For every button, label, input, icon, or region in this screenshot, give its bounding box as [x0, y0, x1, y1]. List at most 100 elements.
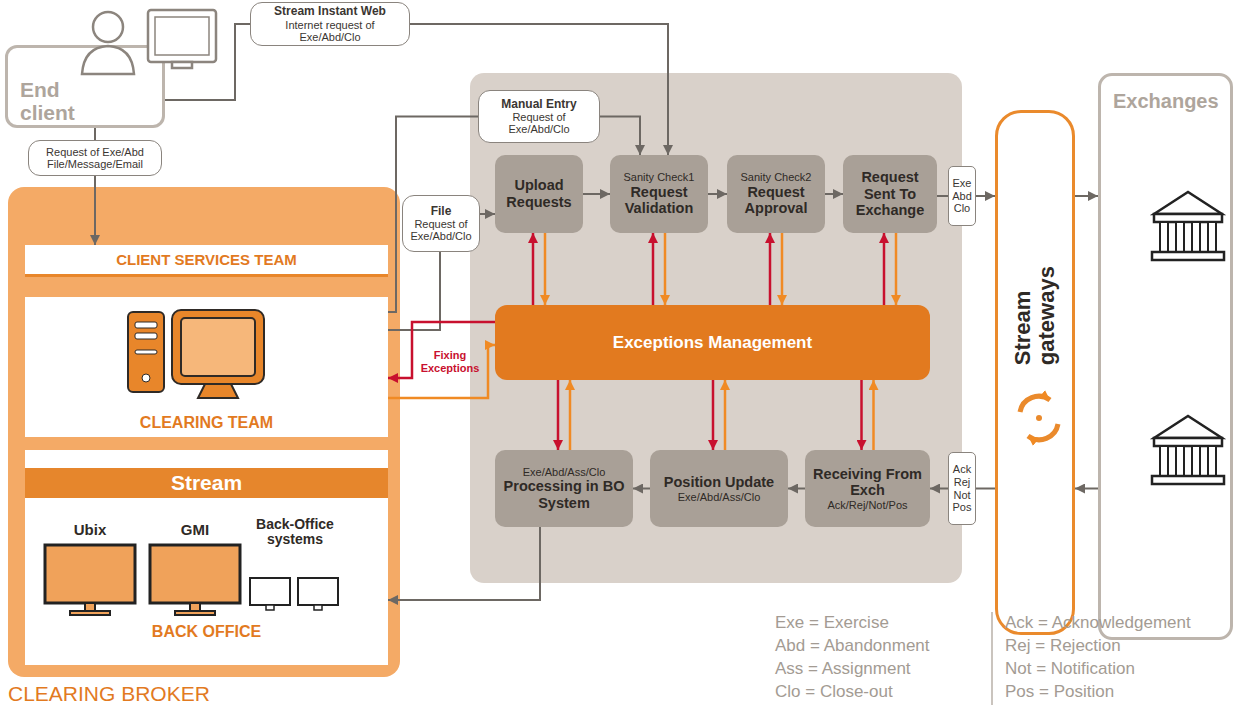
node-text: Processing in BO System	[499, 478, 629, 511]
node-text: Exchanges	[1113, 90, 1218, 113]
node-text: Ubix	[74, 522, 107, 539]
legend-entry: Ass = Assignment	[775, 659, 911, 679]
connector	[583, 193, 610, 195]
node-text: CLEARING TEAM	[140, 414, 273, 432]
node-text: Exe/Abd/Ass/Clo	[523, 466, 606, 479]
connector	[480, 213, 495, 215]
team-box: BACK OFFICE StreamUbix GMI Back-Office syst…	[25, 450, 388, 665]
connector	[569, 380, 572, 450]
node-text: Upload Requests	[499, 177, 579, 210]
exchange-icon	[1152, 192, 1224, 260]
monitor-icons	[45, 545, 338, 615]
node-text: BACK OFFICE	[152, 623, 261, 641]
process-box: Receiving From ExchAck/Rej/Not/Pos	[805, 450, 930, 527]
process-box: Position UpdateExe/Abd/Ass/Clo	[650, 450, 788, 527]
connector	[94, 176, 96, 245]
process-box: Request Sent To Exchange	[843, 155, 937, 233]
connector	[165, 24, 250, 100]
node-text: Exe Abd Clo	[950, 177, 974, 215]
computer-icon	[128, 310, 264, 398]
connector	[544, 233, 547, 305]
legend-entry: Clo = Close-out	[775, 682, 893, 702]
node-text: Back-Office systems	[245, 517, 345, 548]
edge-label: Fixing Exceptions	[415, 349, 485, 374]
request-callout: Request of Exe/Abd File/Message/Email	[28, 140, 162, 176]
connector	[388, 322, 495, 378]
node-text: End client	[20, 78, 110, 124]
node-text: Stream gateways	[1011, 253, 1059, 365]
connector	[860, 380, 863, 450]
node-text: Internet request of Exe/Abd/Clo	[257, 19, 403, 43]
client-box: End client	[5, 45, 165, 128]
process-panel	[470, 73, 962, 583]
connector	[825, 193, 843, 195]
system-name: Ubix	[45, 518, 135, 542]
legend-entry: Rej = Rejection	[1005, 636, 1121, 656]
node-text: Exe/Abd/Ass/Clo	[678, 491, 761, 504]
node-text: Request of Exe/Abd/Clo	[409, 218, 473, 242]
connector	[664, 233, 667, 305]
node-text: Stream	[171, 471, 242, 495]
connector	[557, 380, 560, 450]
connector	[712, 380, 715, 450]
node-text: File	[431, 205, 452, 218]
node-text: CLIENT SERVICES TEAM	[116, 251, 297, 268]
connector	[708, 193, 727, 195]
connector	[788, 488, 805, 490]
node-text: Exceptions Management	[613, 333, 812, 353]
connector	[895, 233, 898, 305]
legend-entry: Abd = Abandonment	[775, 636, 930, 656]
connector	[388, 527, 540, 600]
process-box: Upload Requests	[495, 155, 583, 233]
system-name: GMI	[150, 518, 240, 542]
system-name: Back-Office systems	[245, 510, 345, 554]
connector	[781, 233, 784, 305]
connector	[872, 380, 875, 450]
legend-entry: Exe = Exercise	[775, 613, 889, 633]
connector	[388, 117, 478, 313]
message-tag: Exe Abd Clo	[948, 166, 976, 226]
node-text: Manual Entry	[501, 98, 576, 111]
connector	[94, 128, 96, 140]
exchanges-box: Exchanges	[1098, 73, 1233, 640]
legend-divider	[991, 612, 993, 705]
request-callout: Stream Instant WebInternet request of Ex…	[250, 2, 410, 46]
node-text: Position Update	[664, 474, 774, 491]
connector	[600, 117, 640, 156]
node-text: Request of Exe/Abd File/Message/Email	[35, 146, 155, 170]
connector	[724, 380, 727, 450]
legend-entry: Not = Notification	[1005, 659, 1135, 679]
node-text: Request Approval	[731, 184, 821, 217]
exchange-icon	[1152, 416, 1224, 484]
node-text: Request Sent To Exchange	[847, 169, 933, 219]
node-text: Receiving From Exch	[809, 466, 926, 499]
connector	[1075, 488, 1098, 490]
process-box: Sanity Check2Request Approval	[727, 155, 825, 233]
gateway-box: Stream gateways	[995, 110, 1075, 635]
connector	[388, 345, 495, 398]
connector	[633, 488, 650, 490]
exceptions-bar: Exceptions Management	[495, 305, 930, 380]
team-box: CLEARING TEAM	[25, 297, 388, 437]
legend-entry: Ack = Acknowledgement	[1005, 613, 1191, 633]
system-band: Stream	[25, 468, 388, 498]
request-callout: FileRequest of Exe/Abd/Clo	[402, 195, 480, 252]
node-text: Ack Rej Not Pos	[950, 463, 974, 514]
connector	[1075, 195, 1098, 197]
node-text: Request of Exe/Abd/Clo	[485, 111, 593, 135]
connector	[532, 233, 535, 305]
connector	[976, 195, 995, 197]
connector	[937, 195, 948, 197]
process-box: Sanity Check1Request Validation	[610, 155, 708, 233]
message-tag: Ack Rej Not Pos	[948, 452, 976, 525]
legend-entry: Pos = Position	[1005, 682, 1114, 702]
connector	[769, 233, 772, 305]
cycle-icon	[1020, 396, 1058, 439]
node-text: Sanity Check2	[741, 171, 812, 184]
connector	[652, 233, 655, 305]
node-text: GMI	[181, 522, 209, 539]
connector	[410, 24, 668, 155]
connector	[976, 488, 995, 490]
node-text: Sanity Check1	[624, 171, 695, 184]
node-text: Request Validation	[614, 184, 704, 217]
